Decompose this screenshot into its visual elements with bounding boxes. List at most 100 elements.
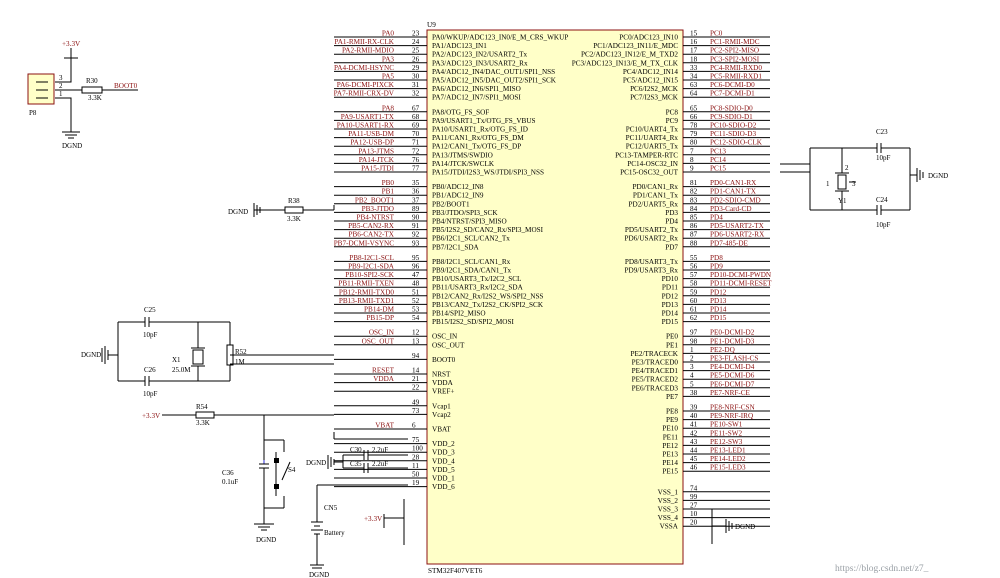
mcu-part-number: STM32F407VET6 [428, 567, 483, 575]
cn5-ref: CN5 [324, 504, 338, 512]
battery-section: CN5 Battery DGND [309, 484, 408, 578]
c24-ref: C24 [876, 196, 888, 204]
r30-ref: R30 [86, 77, 98, 85]
x1-body [192, 349, 204, 365]
net-label: PB5-CAN2-RX [348, 222, 395, 230]
net-label: OSC_OUT [362, 337, 395, 345]
r38-value: 3.3K [287, 215, 301, 223]
net-label: PC10-SDIO-D2 [710, 122, 757, 130]
y1-ref: Y1 [838, 197, 847, 205]
p8-vcc-label: +3.3V [62, 40, 81, 48]
net-label: PD7-485-DE [710, 239, 749, 247]
pin-function: PE14 [662, 459, 678, 467]
net-label: OSC_IN [369, 329, 395, 337]
net-label: PA0 [382, 30, 395, 38]
pin-function: PB2/BOOT1 [432, 200, 470, 208]
pin-function: Vcap1 [432, 402, 451, 410]
pin-number: 52 [412, 297, 420, 305]
pin-function: PD5/USART2_Tx [625, 226, 678, 234]
net-label: PD10-DCMI-PWDN [710, 271, 772, 279]
p8-header [27, 73, 55, 105]
pin-number: 17 [690, 47, 698, 55]
pin-number: 73 [412, 407, 420, 415]
net-label: PA11-USB-DM [348, 130, 394, 138]
net-label: PB4-NTRST [356, 214, 394, 222]
pin-function: PA11/CAN1_Rx/OTG_FS_DM [432, 134, 524, 142]
pin-function: BOOT0 [432, 356, 456, 364]
net-label: VBAT [375, 422, 394, 430]
net-label: PD11-DCMI-RESET [710, 280, 772, 288]
pin-function: PC10/UART4_Tx [626, 126, 679, 134]
pin-function: PA4/ADC12_IN4/DAC_OUT1/SPI1_NSS [432, 68, 555, 76]
pin-function: PC2/ADC123_IN12/E_M_TXD2 [581, 51, 678, 59]
pin-function: PE8 [666, 408, 678, 416]
net-label: PC3-SPI2-MOSI [710, 55, 760, 63]
pin-function: PB9/I2C1_SDA/CAN1_Tx [432, 267, 511, 275]
pin-number: 13 [412, 337, 420, 345]
pin-number: 4 [690, 372, 694, 380]
net-label: PB6-CAN2-TX [348, 231, 394, 239]
net-label: PD1-CAN1-TX [710, 188, 757, 196]
pin-number: 90 [412, 214, 420, 222]
pin-number: 62 [690, 314, 698, 322]
pin-function: PC0/ADC123_IN10 [619, 34, 678, 42]
r38-pulldown: DGND R38 3.3K [228, 197, 335, 223]
vcap-section: DGND C30 2.2uF C35 2.2uF [306, 432, 408, 473]
pin-function: VSS_1 [658, 488, 679, 496]
net-label: PB13-RMII-TXD1 [339, 297, 395, 305]
net-label: PA15-JTDI [361, 165, 394, 173]
pin-function: PD9/USART3_Rx [625, 267, 679, 275]
pin-function: PA7/ADC12_IN7/SPI1_MOSI [432, 94, 521, 102]
net-label: PE3-FLASH-CS [710, 355, 758, 363]
pin-number: 45 [690, 455, 698, 463]
net-label: PB10-SPI2-SCK [345, 271, 395, 279]
net-label: PC9-SDIO-D1 [710, 113, 753, 121]
pin-function: NRST [432, 371, 451, 379]
pin-function: VDD_4 [432, 457, 455, 465]
r52-ref: R52 [235, 348, 247, 356]
net-label: PA12-USB-DP [350, 139, 394, 147]
reset-vcc-label: +3.3V [142, 412, 161, 420]
net-label: PA14-JTCK [359, 156, 395, 164]
net-label: PC11-SDIO-D3 [710, 130, 756, 138]
pin-number: 81 [690, 179, 698, 187]
pin-18: 18PC3/ADC123_IN13/E_M_TX_CLKPC3-SPI2-MOS… [572, 55, 770, 67]
net-label: PE9-NRF-IRQ [710, 412, 754, 420]
pin-number: 46 [690, 464, 698, 472]
pin-function: PD11 [662, 284, 679, 292]
pin-function: PB3/JTDO/SPI3_SCK [432, 209, 498, 217]
pin-function: PA10/USART1_Rx/OTG_FS_ID [432, 126, 528, 134]
pin-number: 16 [690, 38, 698, 46]
pin-number: 48 [412, 280, 420, 288]
pin-number: 72 [412, 147, 420, 155]
pin-number: 59 [690, 288, 698, 296]
net-label: PB1 [382, 188, 395, 196]
pin-function: PD3 [665, 209, 678, 217]
pin-number: 38 [690, 389, 698, 397]
pin-number: 98 [690, 337, 698, 345]
pin-function: VDD_2 [432, 440, 455, 448]
pin-function: OSC_IN [432, 333, 458, 341]
pin-function: PE5/TRACED2 [632, 376, 679, 384]
pin-number: 15 [690, 30, 698, 38]
pin-function: PE7 [666, 393, 678, 401]
pin-number: 78 [690, 122, 698, 130]
net-label: PB0 [382, 179, 395, 187]
pin-number: 88 [690, 239, 698, 247]
net-label: PD9 [710, 263, 723, 271]
pin-number: 56 [690, 263, 698, 271]
